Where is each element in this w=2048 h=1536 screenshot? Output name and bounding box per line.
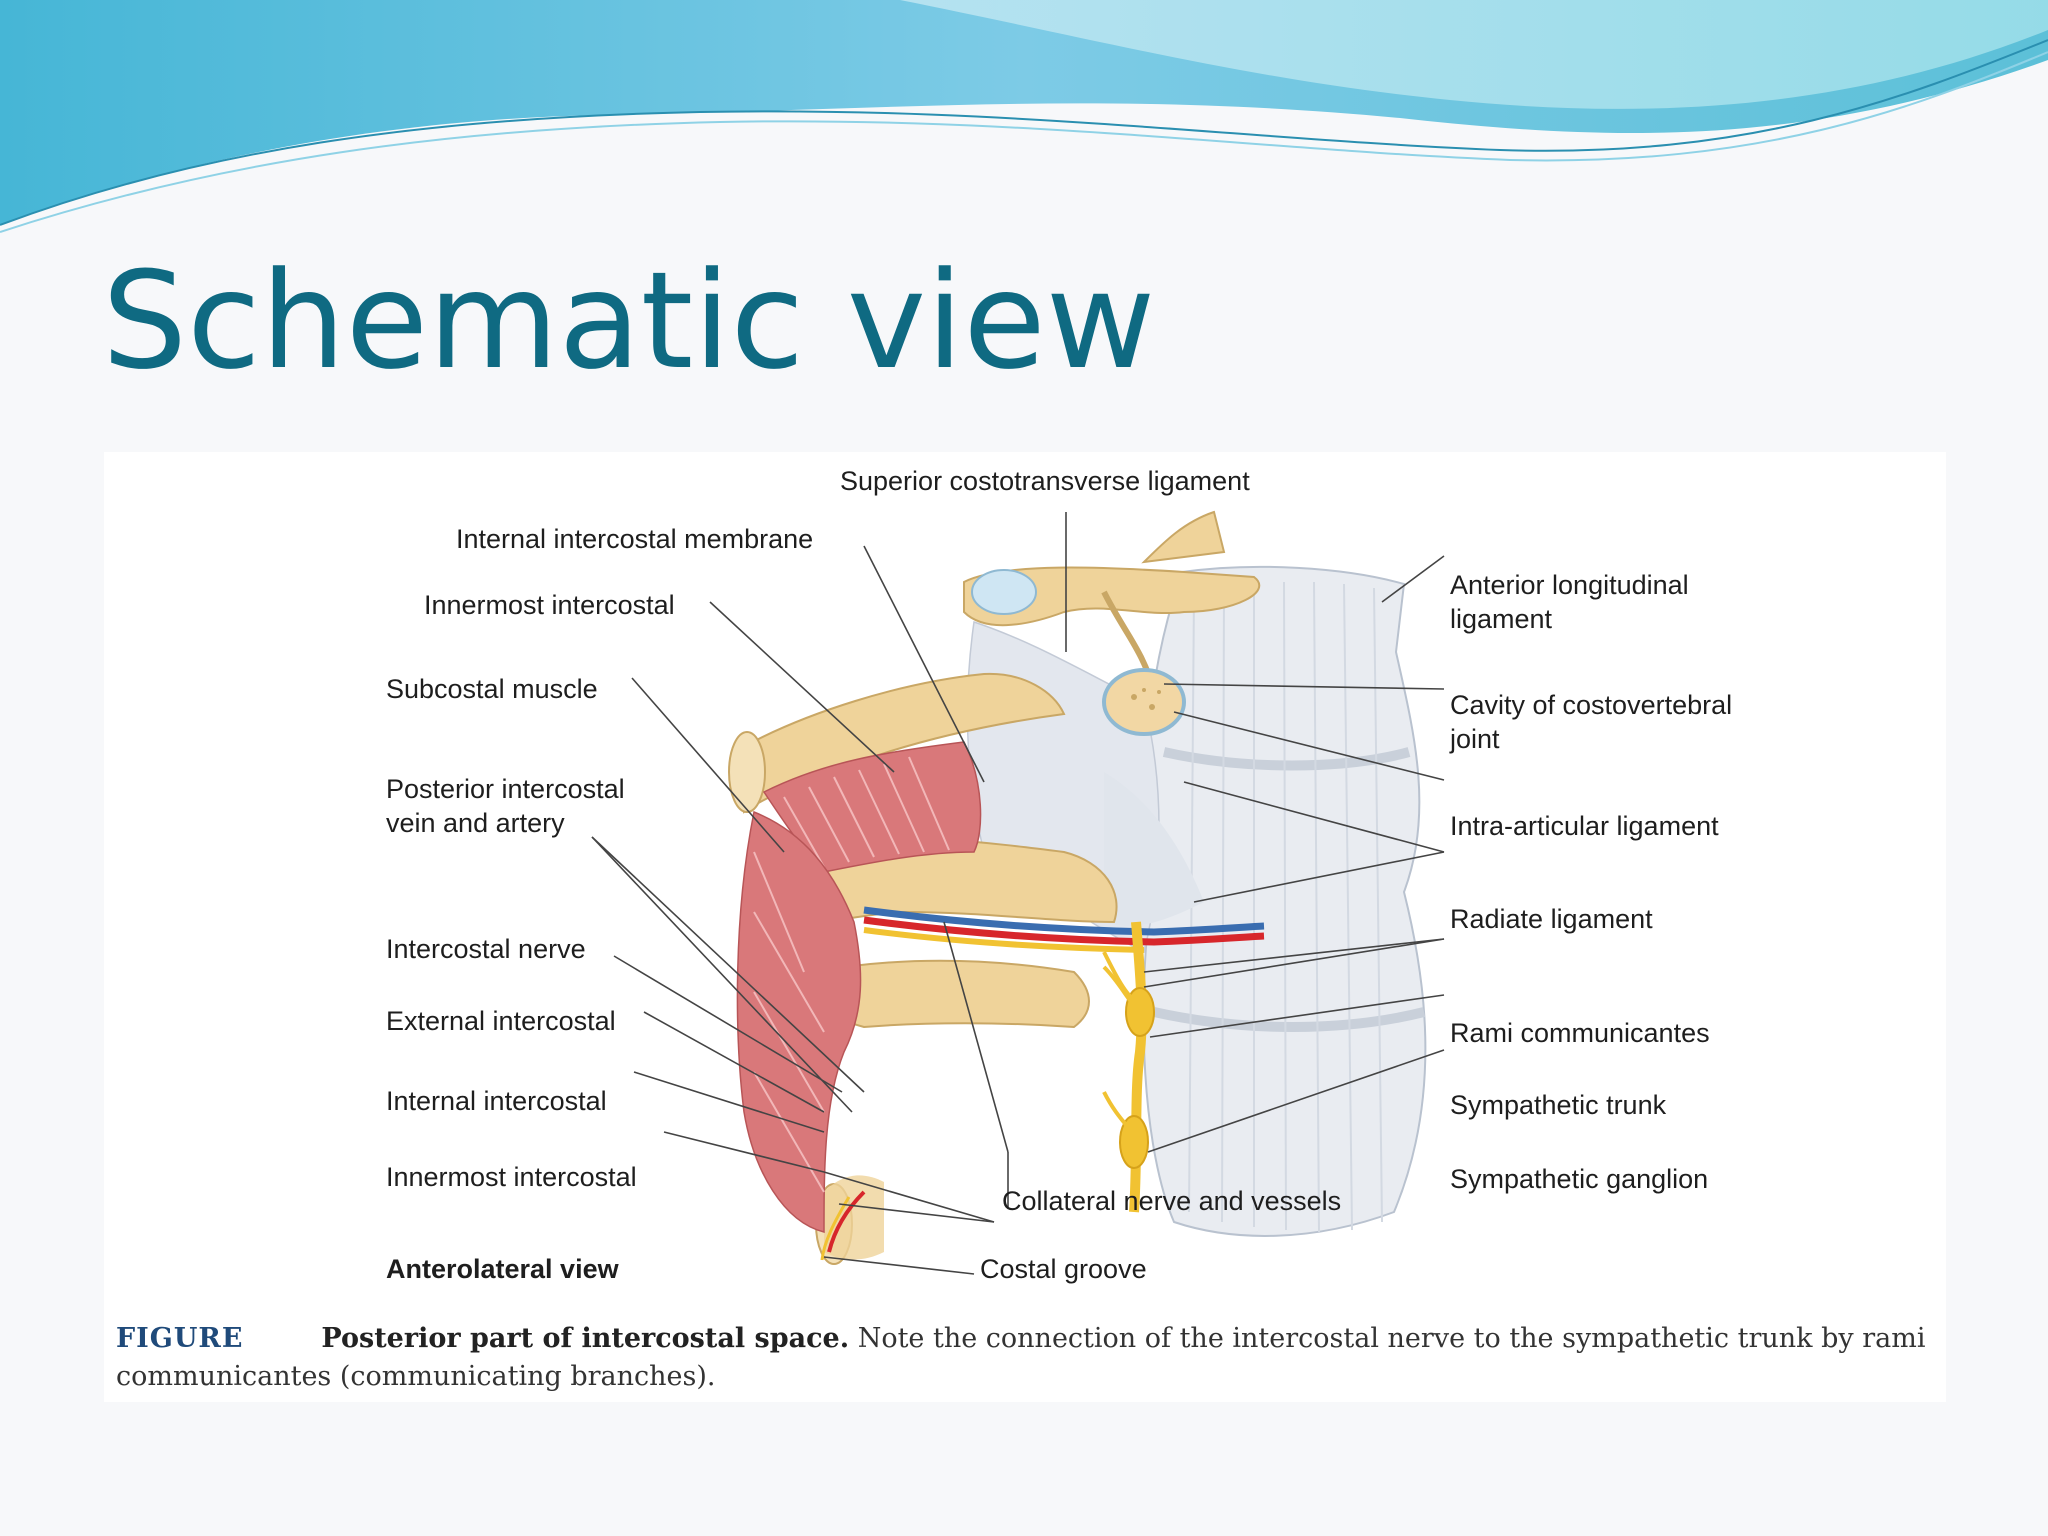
- anatomy-illustration: [591, 510, 1445, 1275]
- caption-text: Note the connection of the intercostal n…: [116, 1323, 1926, 1392]
- label-line-1: Posterior intercostal: [386, 774, 625, 804]
- label-subcostal-muscle: Subcostal muscle: [386, 674, 598, 704]
- label-line-2: joint: [1450, 724, 1500, 754]
- label-collateral-nerve-vessels: Collateral nerve and vessels: [1002, 1186, 1342, 1216]
- caption-title: Posterior part of intercostal space.: [321, 1323, 850, 1354]
- transverse-process: [963, 566, 1261, 627]
- label-intra-articular-ligament: Intra-articular ligament: [1450, 811, 1719, 841]
- label-rami-communicantes: Rami communicantes: [1450, 1018, 1710, 1048]
- label-superior-costotransverse-ligament: Superior costotransverse ligament: [840, 466, 1250, 496]
- label-internal-intercostal: Internal intercostal: [386, 1086, 607, 1116]
- label-anterolateral-view: Anterolateral view: [386, 1254, 619, 1284]
- intercostal-muscle-side: [736, 810, 862, 1233]
- vein-path: [863, 906, 1265, 936]
- label-innermost-intercostal-top: Innermost intercostal: [424, 590, 675, 620]
- label-sympathetic-ganglion: Sympathetic ganglion: [1450, 1164, 1709, 1194]
- collateral-branch: [827, 1190, 866, 1253]
- nerve-path: [863, 927, 1145, 953]
- label-line-2: ligament: [1450, 604, 1553, 634]
- label-intercostal-nerve: Intercostal nerve: [386, 934, 586, 964]
- label-sympathetic-trunk: Sympathetic trunk: [1450, 1090, 1667, 1120]
- label-external-intercostal: External intercostal: [386, 1006, 616, 1036]
- wave-banner: [0, 0, 2048, 233]
- label-costal-groove: Costal groove: [980, 1254, 1147, 1284]
- artery-path: [863, 916, 1265, 946]
- figure-caption: FIGURE Posterior part of intercostal spac…: [116, 1320, 1936, 1396]
- label-radiate-ligament: Radiate ligament: [1450, 904, 1653, 934]
- label-anterior-longitudinal-ligament: Anterior longitudinal ligament: [1450, 568, 1689, 636]
- label-innermost-intercostal-bottom: Innermost intercostal: [386, 1162, 637, 1192]
- label-posterior-intercostal-vein-artery: Posterior intercostal vein and artery: [386, 772, 625, 840]
- figure-panel: Superior costotransverse ligament Intern…: [104, 452, 1946, 1402]
- caption-figure-word: FIGURE: [116, 1323, 244, 1354]
- label-line-1: Anterior longitudinal: [1450, 570, 1689, 600]
- rib-lower: [813, 959, 1090, 1029]
- slide-title: Schematic view: [102, 243, 1156, 399]
- label-cavity-costovertebral-joint: Cavity of costovertebral joint: [1450, 688, 1732, 756]
- label-line-1: Cavity of costovertebral: [1450, 690, 1733, 720]
- label-line-2: vein and artery: [386, 808, 565, 838]
- label-internal-intercostal-membrane: Internal intercostal membrane: [456, 524, 814, 554]
